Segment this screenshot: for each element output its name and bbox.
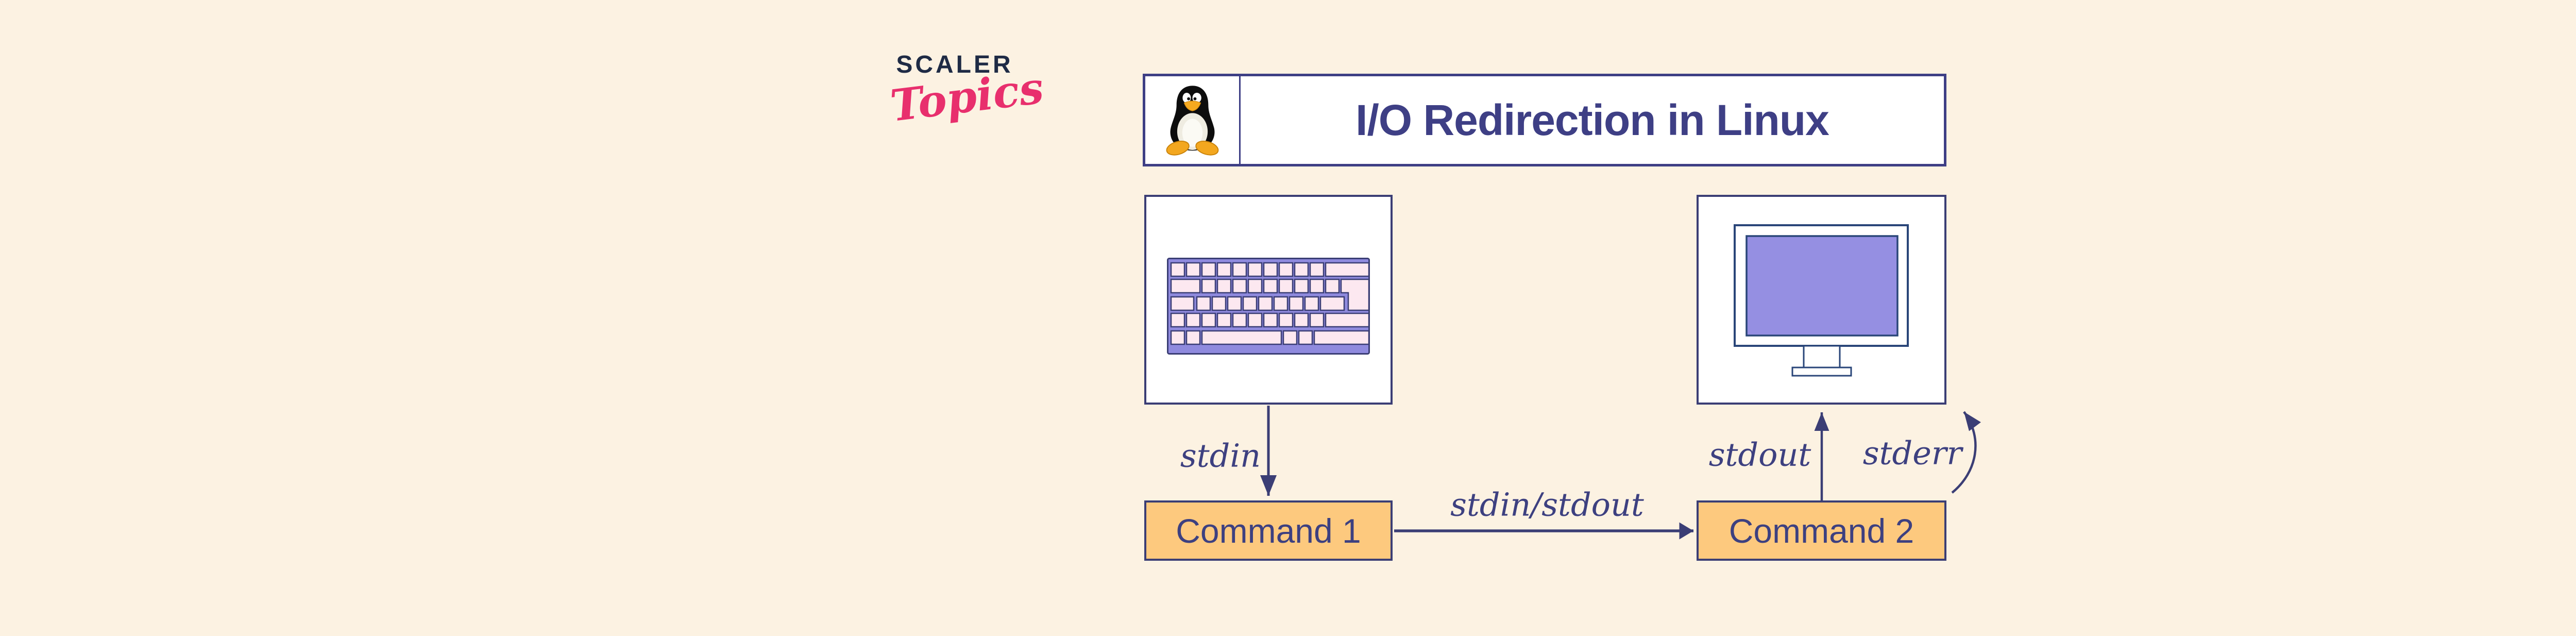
keyboard-icon (1167, 258, 1370, 355)
logo-scaler-text: SCALER (896, 51, 1013, 78)
stdout-label: stdout (1708, 436, 1811, 474)
keyboard-device-box (1144, 195, 1393, 405)
scaler-topics-logo: SCALER Topics (888, 51, 1046, 131)
title-banner: I/O Redirection in Linux (1143, 74, 1946, 166)
monitor-icon (1734, 224, 1909, 377)
page-title: I/O Redirection in Linux (1355, 95, 1829, 144)
tux-icon (1145, 76, 1241, 164)
title-cell: I/O Redirection in Linux (1241, 76, 1944, 164)
monitor-device-box (1697, 195, 1946, 405)
command1-label: Command 1 (1176, 511, 1361, 550)
command2-node: Command 2 (1697, 500, 1946, 561)
stderr-label: stderr (1862, 434, 1962, 472)
command1-node: Command 1 (1144, 500, 1393, 561)
pipe-label: stdin/stdout (1450, 486, 1644, 524)
command2-label: Command 2 (1728, 511, 1914, 550)
stdin-label: stdin (1180, 437, 1261, 475)
